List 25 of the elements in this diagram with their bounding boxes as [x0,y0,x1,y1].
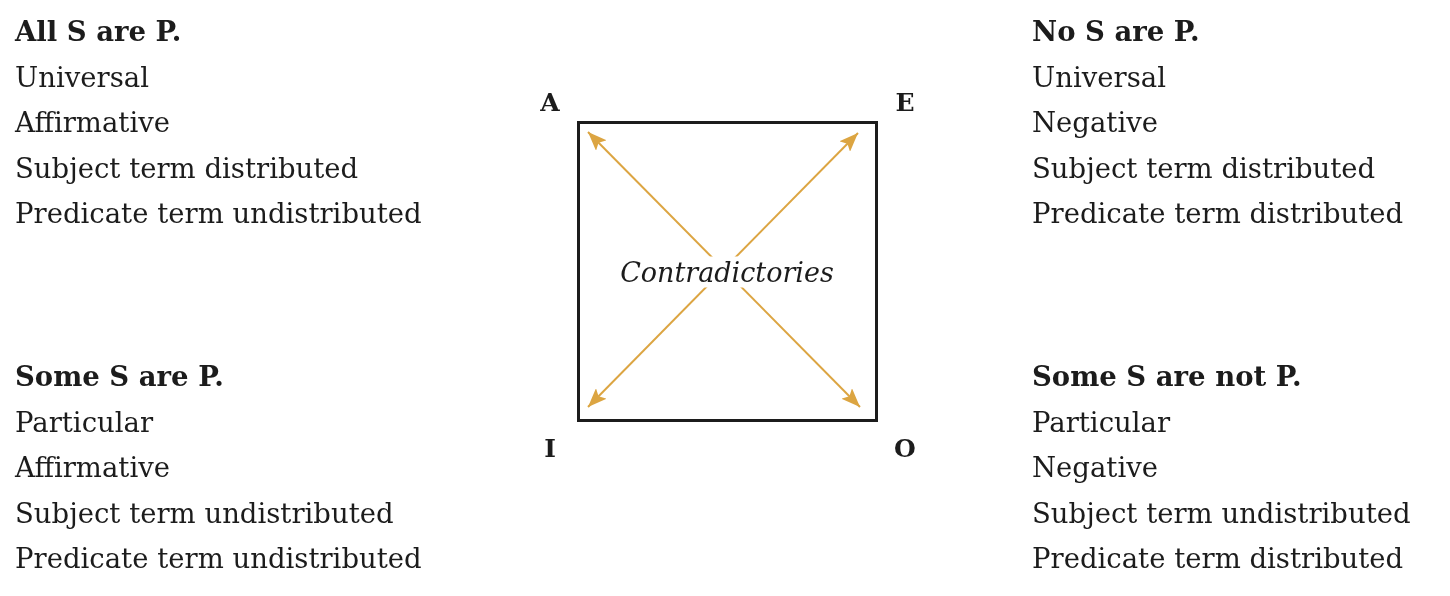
proposition-heading: Some S are P. [15,360,224,393]
property-text: Subject term undistributed [15,496,394,530]
property-text: Affirmative [15,451,170,484]
property-text: Particular [15,405,154,439]
corner-letter: O [894,435,916,463]
corner-letter: I [544,435,556,463]
property-text: Subject term distributed [15,151,359,185]
edge-label: Contradictories [618,256,836,287]
property-text: Negative [1032,451,1158,484]
property-text: Particular [1032,405,1171,439]
property-text: Predicate term distributed [1032,542,1404,575]
proposition-heading: No S are P. [1032,15,1200,48]
proposition-heading: Some S are not P. [1032,360,1302,393]
property-text: Subject term distributed [1032,151,1376,185]
property-text: Negative [1032,106,1158,139]
property-text: Universal [1032,60,1166,94]
corner-letter: A [540,89,560,117]
proposition-heading: All S are P. [15,15,182,48]
property-text: Predicate term undistributed [15,197,422,230]
property-text: Predicate term distributed [1032,197,1404,230]
property-text: Affirmative [15,106,170,139]
property-text: Universal [15,60,149,94]
property-text: Subject term undistributed [1032,496,1411,530]
corner-letter: E [895,89,915,117]
property-text: Predicate term undistributed [15,542,422,575]
